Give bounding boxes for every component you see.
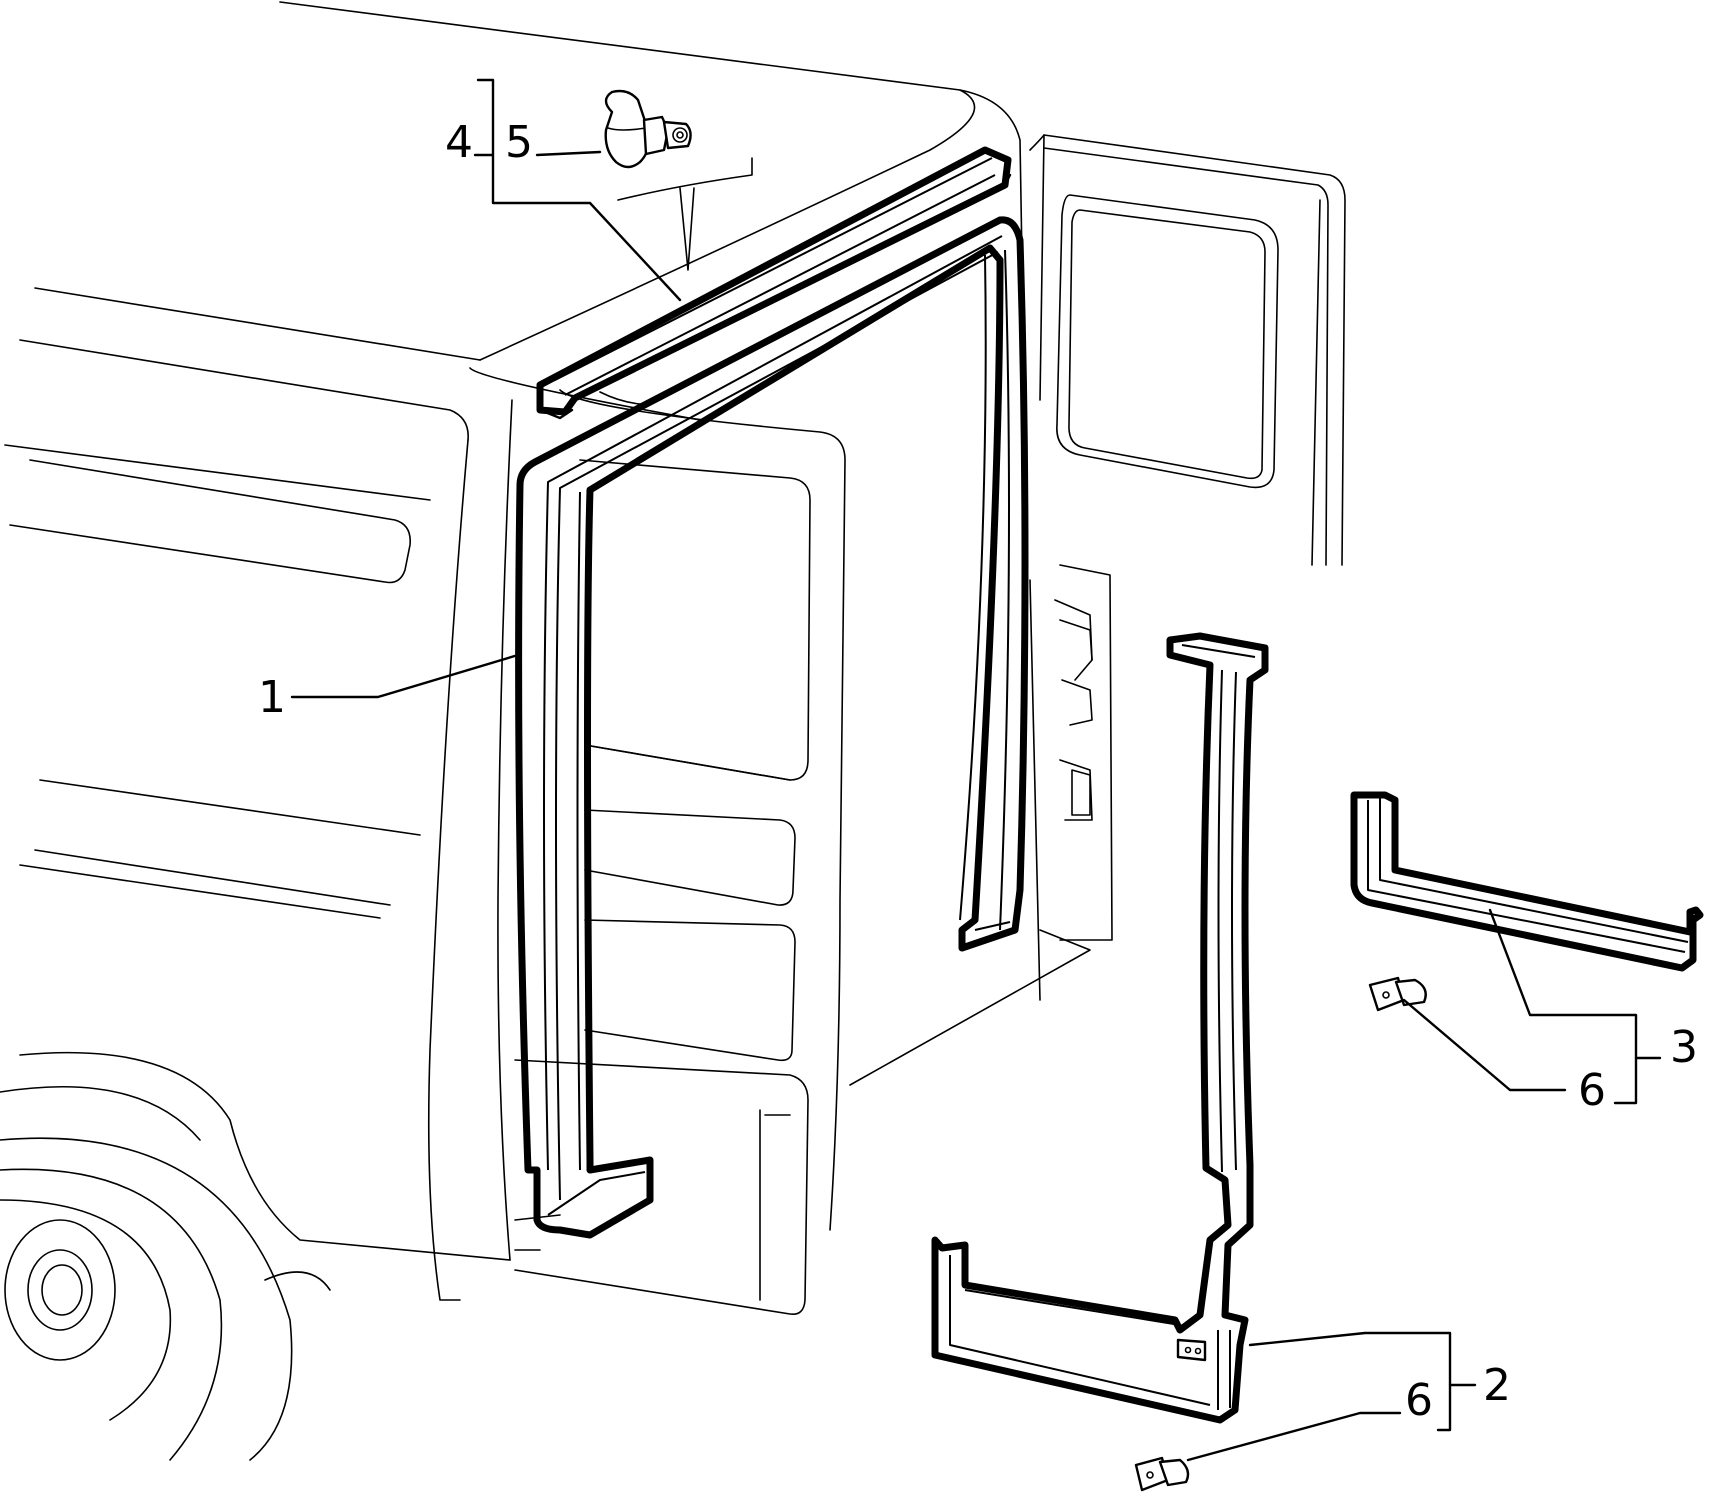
van-body	[0, 1, 1346, 1461]
callout-1: 1	[258, 672, 286, 723]
push-clip-5	[604, 89, 692, 169]
callout-6-lower: 6	[1405, 1375, 1433, 1426]
callout-3: 3	[1670, 1022, 1698, 1073]
callout-5: 5	[505, 117, 533, 168]
door-frame-seal	[515, 216, 1029, 1239]
top-channel-seal	[536, 146, 1012, 420]
clip-6-lower	[1134, 1456, 1190, 1492]
callout-6-upper: 6	[1578, 1065, 1606, 1116]
rear-seal-3	[1350, 791, 1704, 972]
leader-lines	[290, 78, 1662, 1462]
clip-6-upper	[1368, 976, 1427, 1012]
callout-4: 4	[445, 117, 473, 168]
side-seal-assembly-2	[931, 632, 1269, 1424]
roof-guide	[617, 157, 753, 271]
callout-2: 2	[1483, 1360, 1511, 1411]
